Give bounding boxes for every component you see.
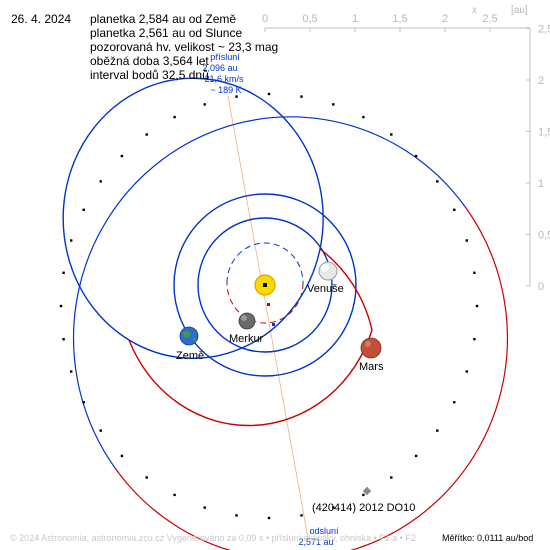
venus-planet xyxy=(318,261,338,281)
info-line: planetka 2,584 au od Země xyxy=(90,12,237,26)
orbit-point xyxy=(300,514,303,517)
orbit-point xyxy=(99,429,102,432)
orbit-point xyxy=(436,429,439,432)
footer-credits: © 2024 Astronomia, astronomia.zcu.cz Vyg… xyxy=(10,533,416,543)
scale-top-tick-label: 1 xyxy=(352,13,358,25)
earth-planet xyxy=(179,326,199,346)
scale-right-tick-label: 0 xyxy=(538,281,544,293)
orbit-point xyxy=(473,338,476,341)
orbit-point xyxy=(82,401,85,404)
sun xyxy=(254,274,276,296)
orbit-point xyxy=(62,271,65,274)
asteroid-orbit xyxy=(59,92,508,550)
info-line: oběžná doba 3,564 let xyxy=(90,54,209,68)
info-panel: planetka 2,584 au od Země planetka 2,561… xyxy=(90,12,278,82)
orbit-point xyxy=(473,271,476,274)
mercury-label: Merkur xyxy=(229,333,264,345)
orbit-point xyxy=(235,95,238,98)
orbit-point xyxy=(70,239,73,242)
orbit-point xyxy=(453,401,456,404)
orbit-point xyxy=(145,476,148,479)
scale-right-tick-label: 2,5 xyxy=(538,24,550,36)
orbit-point xyxy=(59,304,63,308)
orbit-point xyxy=(362,493,365,497)
orbit-point xyxy=(173,115,176,119)
perihelion-line-4: ~ 189 K xyxy=(210,85,241,95)
mars-label: Mars xyxy=(359,361,384,373)
scale-top-tick-label: 0 xyxy=(262,13,268,25)
orbit-point xyxy=(390,133,393,136)
mars-planet xyxy=(360,337,382,359)
perihelion-line-3: 21,6 km/s xyxy=(204,74,244,84)
asteroid-label: (420414) 2012 DO10 xyxy=(312,502,415,514)
orbit-point xyxy=(475,304,479,308)
focus-f2 xyxy=(272,323,275,326)
earth-orbit xyxy=(173,193,357,377)
orbit-point xyxy=(70,370,73,373)
orbit-point xyxy=(173,493,176,497)
orbit-point xyxy=(145,133,148,136)
orbit-point xyxy=(203,103,206,106)
aphelion-line-2: 2,571 au xyxy=(298,537,333,547)
perihelion-line-2: 2,096 au xyxy=(202,63,237,73)
perihelion-info: přísluní 2,096 au 21,6 km/s ~ 189 K xyxy=(202,52,244,95)
orbit-point xyxy=(300,95,303,98)
orbit-point xyxy=(203,506,206,509)
orbit-point xyxy=(453,208,456,211)
earth-label: Země xyxy=(176,350,204,362)
info-line: planetka 2,561 au od Slunce xyxy=(90,26,243,40)
venus-orbit xyxy=(197,217,333,353)
venus-label: Venuše xyxy=(307,283,344,295)
orbit-point xyxy=(390,476,393,479)
scale-top-tick-label: 0,5 xyxy=(302,13,317,25)
orbit-point xyxy=(120,454,124,458)
scale-right-tick-label: 2 xyxy=(538,75,544,87)
orbit-point xyxy=(267,92,271,96)
orbit-point xyxy=(414,154,418,158)
orbit-point xyxy=(120,154,124,158)
orbit-point xyxy=(465,239,468,242)
orbit-point xyxy=(62,338,65,341)
info-line: interval bodů 32,5 dnů xyxy=(90,68,209,82)
orbit-point xyxy=(362,115,365,119)
info-line: pozorovaná hv. velikost ~ 23,3 mag xyxy=(90,40,279,54)
scale-right-tick-label: 0,5 xyxy=(538,230,550,242)
asteroid-line xyxy=(227,95,309,539)
orbit-point xyxy=(267,516,271,520)
orbit-point xyxy=(82,208,85,211)
mercury-planet xyxy=(238,312,256,330)
scale-top-tick-label: 2,5 xyxy=(482,13,497,25)
orbit-point xyxy=(99,180,102,183)
orbit-point xyxy=(414,454,418,458)
perihelion-line-1: přísluní xyxy=(210,52,240,62)
aphelion-line-1: odsluní xyxy=(309,526,339,536)
scale-right-tick-label: 1 xyxy=(538,178,544,190)
scale-unit-label: [au] xyxy=(511,5,528,16)
scale-x-label: x xyxy=(472,5,477,16)
orbit-point xyxy=(465,370,468,373)
date-label: 26. 4. 2024 xyxy=(11,12,72,26)
orbit-point xyxy=(235,514,238,517)
scale-top-tick-label: 1,5 xyxy=(392,13,407,25)
mercury-orbit xyxy=(226,242,304,324)
scale-right-tick-label: 1,5 xyxy=(538,127,550,139)
orbit-point xyxy=(332,506,335,509)
scale-top-tick-label: 2 xyxy=(442,13,448,25)
footer-scale: Měřítko: 0,0111 au/bod xyxy=(442,533,534,543)
focus-f1 xyxy=(267,303,270,306)
aphelion-info: odsluní 2,571 au xyxy=(298,526,339,547)
scale-axes: 0 0,5 1 1,5 2 2,5 0 0,5 1 1,5 2 2,5 x [au] xyxy=(262,5,550,293)
orbit-point xyxy=(332,103,335,106)
asteroid-marker xyxy=(362,486,372,496)
orbit-point xyxy=(436,180,439,183)
